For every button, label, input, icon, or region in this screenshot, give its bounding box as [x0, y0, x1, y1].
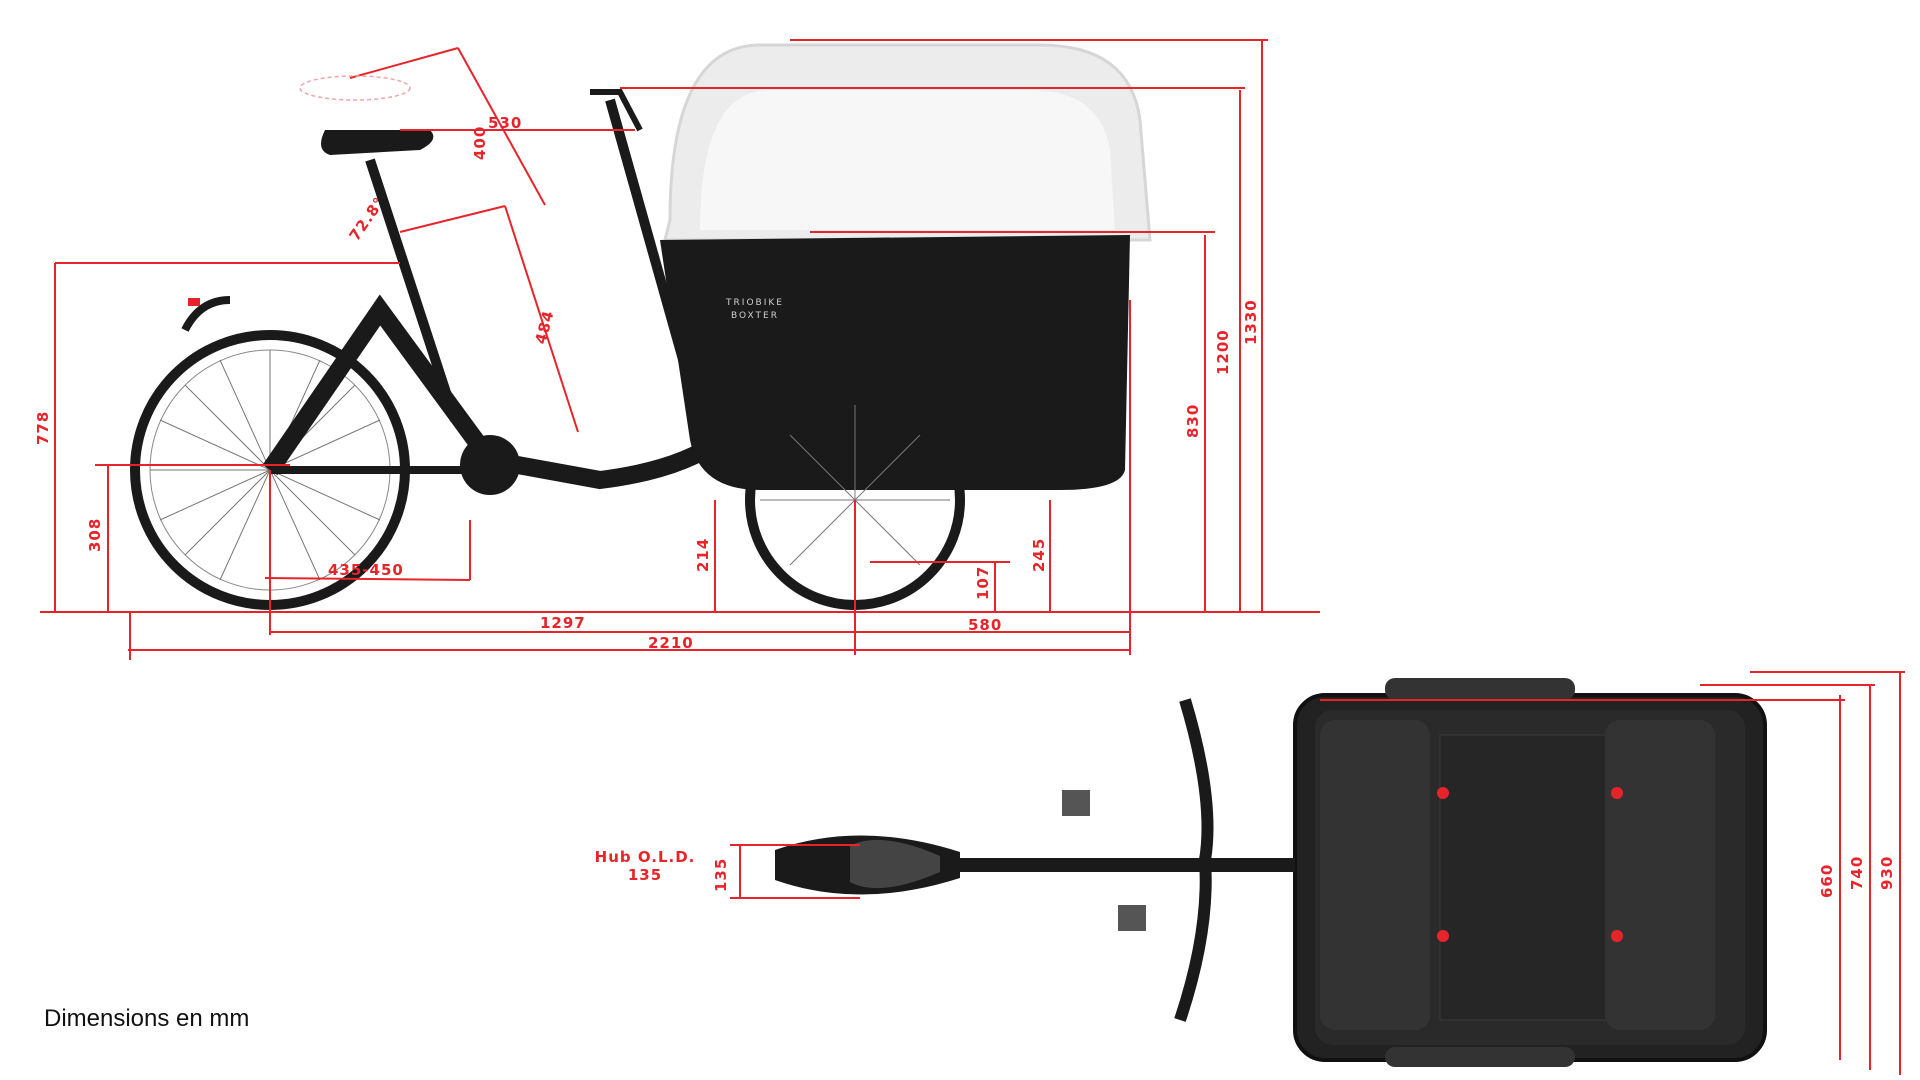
dim-crank-offset: 435-450	[328, 561, 404, 579]
handlebar-top-view	[1174, 698, 1214, 1022]
dim-rear-axle: 308	[86, 518, 104, 552]
frame	[262, 294, 726, 490]
motor	[460, 435, 520, 495]
dim-front-axle: 107	[974, 566, 992, 600]
dim-standover: 778	[34, 411, 52, 445]
dim-seat-angle: 72.8°	[346, 193, 389, 244]
seat-tube	[365, 158, 460, 422]
dim-frame-clearance: 214	[694, 538, 712, 572]
brand-text: TRIOBIKE	[725, 298, 784, 308]
dim-seat-tube: 484	[531, 308, 557, 346]
dim-seatpost-extension: 400	[471, 126, 489, 160]
side-view: TRIOBIKE BOXTER	[34, 39, 1320, 660]
dim-canopy-height: 1330	[1242, 299, 1260, 345]
dim-front-overhang: 580	[968, 616, 1002, 634]
handlebar	[590, 89, 643, 132]
frame-top-view	[960, 858, 1295, 872]
bench-left	[1320, 720, 1430, 1030]
hub-label-value: 135	[627, 866, 663, 884]
dim-wheelbase: 1297	[540, 614, 586, 632]
dimension-lines	[40, 39, 1320, 660]
dim-box-inner-width: 660	[1818, 864, 1836, 898]
cargo-box	[660, 235, 1130, 490]
dim-box-bottom: 245	[1030, 538, 1048, 572]
dim-box-top: 830	[1184, 404, 1202, 438]
top-view-dimension-lines	[730, 671, 1905, 1075]
dim-hub-vertical: 135	[712, 858, 730, 892]
hub-old-label: Hub O.L.D. 135	[590, 848, 700, 884]
dim-handlebar-height: 1200	[1214, 329, 1232, 375]
steering-column	[605, 98, 705, 422]
bench-right	[1605, 720, 1715, 1030]
canopy-window	[700, 90, 1115, 230]
dim-total-length: 2210	[648, 634, 694, 652]
top-view: 135 660 740 930	[712, 671, 1905, 1075]
dim-saddle-reach: 530	[488, 114, 522, 132]
dim-box-outer-width: 740	[1848, 856, 1866, 890]
hub-label-text: Hub O.L.D.	[594, 848, 696, 866]
model-text: BOXTER	[731, 311, 779, 321]
saddle	[321, 130, 434, 155]
rear-fender	[181, 296, 231, 332]
units-caption: Dimensions en mm	[44, 1005, 250, 1032]
dim-total-width: 930	[1878, 856, 1896, 890]
